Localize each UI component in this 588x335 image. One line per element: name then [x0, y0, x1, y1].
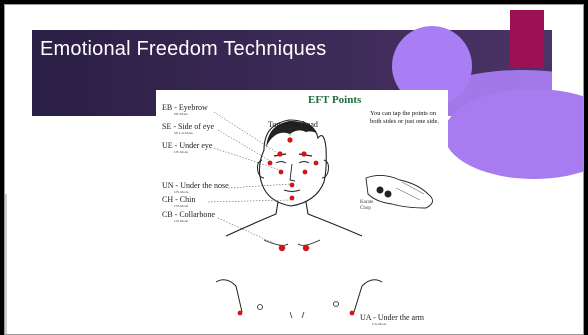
torso-mark-1: [290, 312, 292, 318]
under-arm-point-right: [350, 311, 355, 316]
point-label-un: UN - Under the nose: [162, 181, 229, 190]
point-sub-un: UN-Mode: [174, 190, 188, 194]
point-sub-se: SE-Lat.Mode: [174, 131, 193, 135]
right-arm-torso: [354, 280, 382, 312]
torso-mark-2: [302, 312, 304, 318]
point-sub-ch: CH-Mode: [174, 204, 188, 208]
under-eye-point-right: [303, 170, 308, 175]
top-of-head-label: Top of the head: [268, 120, 318, 129]
top-of-head-point: [287, 137, 292, 142]
point-label-eb: EB - Eyebrow: [162, 103, 208, 112]
eyebrow-point: [277, 151, 282, 156]
point-label-ch: CH - Chin: [162, 195, 195, 204]
left-edge-bar: [4, 194, 7, 335]
left-shoulder: [226, 202, 278, 236]
side-of-eye-point: [268, 161, 273, 166]
left-nipple: [258, 305, 263, 310]
right-collar: [298, 240, 320, 245]
chin-point: [290, 196, 295, 201]
collarbone-point: [279, 245, 285, 251]
tapping-note: You can tap the points on both sides or …: [370, 110, 448, 126]
eyebrow-point-right: [301, 151, 306, 156]
eft-points-figure: EFT Points Top of the head You can tap t…: [156, 90, 448, 335]
slide-title: Emotional Freedom Techniques: [40, 38, 327, 61]
left-arm-torso: [216, 280, 242, 312]
point-sub-ua: UA-Mode: [372, 322, 386, 326]
crimson-accent-bar: [510, 10, 544, 68]
point-label-ue: UE - Under eye: [162, 141, 212, 150]
side-of-eye-point-right: [314, 161, 319, 166]
slide: Emotional Freedom Techniques: [4, 4, 584, 335]
figure-title: EFT Points: [308, 94, 388, 106]
under-arm-point: [238, 311, 243, 316]
point-sub-eb: EB-Mode: [174, 112, 188, 116]
under-eye-point: [279, 170, 284, 175]
left-collar: [264, 240, 288, 245]
point-label-cb: CB - Collarbone: [162, 210, 215, 219]
point-label-se: SE - Side of eye: [162, 122, 214, 131]
karate-point-2: [385, 191, 392, 198]
karate-chop-label: Karate Chop: [360, 200, 380, 212]
right-nipple: [334, 302, 339, 307]
collarbone-point-right: [303, 245, 309, 251]
point-label-ua: UA - Under the arm: [360, 313, 424, 322]
point-sub-ue: UE-Mode: [174, 150, 188, 154]
right-shoulder: [306, 202, 362, 236]
under-nose-point: [290, 183, 295, 188]
karate-point-1: [377, 187, 384, 194]
point-sub-cb: CB-Mode: [174, 219, 188, 223]
